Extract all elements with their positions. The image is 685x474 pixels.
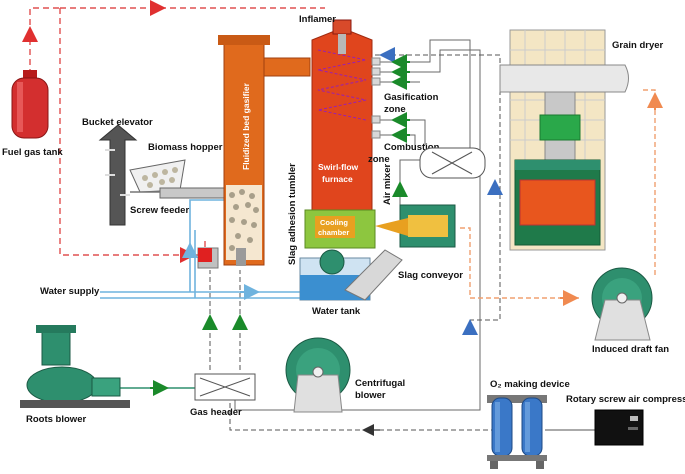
- heat-exchanger: [419, 147, 486, 179]
- gasification-zone-label-2: zone: [384, 104, 406, 115]
- o2-making-device: [487, 395, 547, 469]
- rotary-screw-air-compressor-label: Rotary screw air compressor: [566, 394, 685, 405]
- screw-feeder-label: Screw feeder: [130, 205, 189, 216]
- fluidized-bed-gasifier: [197, 35, 311, 269]
- biomass-hopper: [129, 159, 186, 193]
- o2-making-device-label: O₂ making device: [490, 379, 570, 390]
- fuel-gas-tank-label: Fuel gas tank: [2, 147, 63, 158]
- rotary-screw-air-compressor: [594, 409, 644, 446]
- screw-feeder: [159, 187, 229, 199]
- induced-draft-fan: [591, 267, 653, 341]
- biomass-hopper-label: Biomass hopper: [148, 142, 223, 153]
- centrifugal-blower-label-1: Centrifugal: [355, 378, 405, 389]
- air-mixer: [375, 204, 456, 248]
- bucket-elevator-label: Bucket elevator: [82, 117, 153, 128]
- water-tank-label: Water tank: [312, 306, 361, 317]
- water-supply-lines: [100, 199, 300, 299]
- nozzle-arrows: [391, 54, 410, 197]
- centrifugal-blower-label-2: blower: [355, 390, 386, 401]
- cooling-chamber: [304, 209, 376, 249]
- grain-dryer: [499, 29, 629, 251]
- gasifier-label: Fluidized bed gasifier: [241, 82, 251, 170]
- grain-dryer-label: Grain dryer: [612, 40, 664, 51]
- fuel-gas-tank: [11, 70, 49, 139]
- gas-header-label: Gas header: [190, 407, 242, 418]
- swirl-flow-label-2: furnace: [322, 174, 353, 184]
- slag-conveyor: [344, 249, 403, 301]
- swirl-flow-furnace: [311, 19, 381, 213]
- roots-blower: [20, 325, 130, 408]
- centrifugal-blower: [285, 337, 351, 413]
- fuel-gas-line: [29, 7, 325, 256]
- hot-gas-line: [460, 89, 656, 299]
- water-supply-label: Water supply: [40, 286, 100, 297]
- cooling-chamber-label-2: chamber: [318, 228, 349, 237]
- combustion-zone-label-1: Combustion: [384, 142, 440, 153]
- gas-header: [194, 373, 256, 401]
- air-mixer-label: Air mixer: [382, 164, 393, 205]
- swirl-flow-label-1: Swirl-flow: [318, 162, 359, 172]
- inflamer-label: Inflamer: [299, 14, 336, 25]
- cooling-chamber-label-1: Cooling: [320, 218, 348, 227]
- slag-adhesion-tumbler-label: Slag adhesion tumbler: [287, 163, 298, 265]
- induced-draft-fan-label: Induced draft fan: [592, 344, 669, 355]
- gasification-zone-label-1: Gasification: [384, 92, 439, 103]
- roots-blower-label: Roots blower: [26, 414, 86, 425]
- bucket-elevator: [98, 124, 138, 226]
- slag-conveyor-label: Slag conveyor: [398, 270, 463, 281]
- combustion-zone-label-2: zone: [368, 154, 390, 165]
